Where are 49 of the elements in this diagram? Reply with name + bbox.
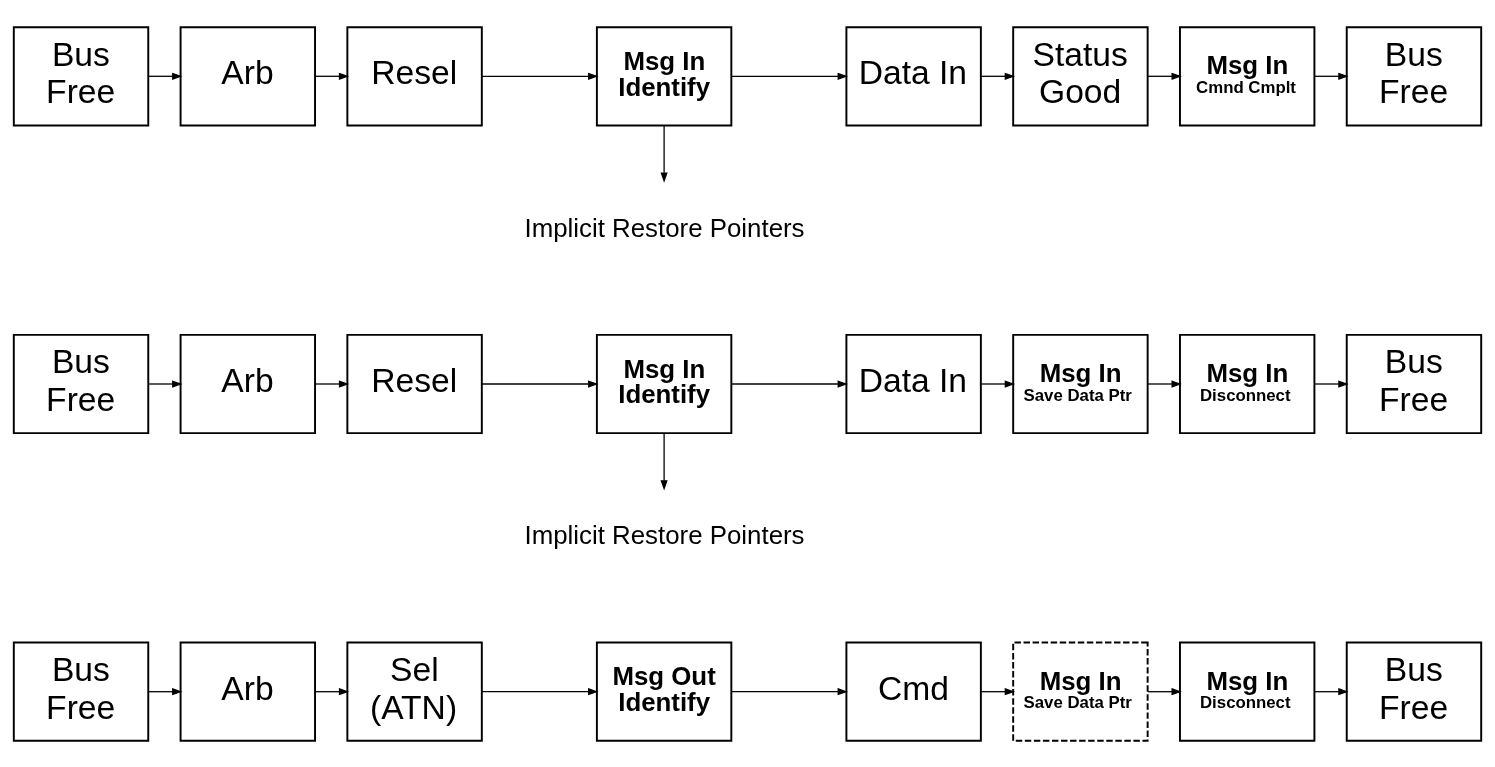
arrow	[314, 379, 350, 388]
arrow	[481, 687, 599, 695]
node-box: Data In	[845, 333, 982, 434]
node-box: Data In	[845, 25, 982, 126]
node-box: Bus Free	[1345, 333, 1483, 434]
node-box: Status Good	[1012, 25, 1149, 126]
node-box: Bus Free	[12, 641, 150, 742]
node-text: Implicit Restore Pointers	[524, 520, 805, 549]
node-box: Sel (ATN)	[346, 641, 483, 742]
arrow	[980, 379, 1016, 388]
node-box: Resel	[346, 25, 483, 126]
node-box: Msg In Disconnect	[1179, 641, 1316, 742]
node-box: Arb	[179, 25, 316, 126]
node-box: Msg In Disconnect	[1179, 333, 1316, 434]
node-box: Bus Free	[1345, 641, 1483, 742]
arrow	[148, 379, 183, 388]
arrow	[1314, 379, 1349, 388]
node-box: Bus Free	[12, 25, 150, 126]
arrow	[148, 687, 183, 695]
arrow	[314, 687, 350, 695]
node-box: Msg Out Identify	[595, 641, 733, 742]
arrow	[980, 72, 1016, 80]
node-box: Msg In Save Data Ptr	[1012, 333, 1149, 434]
arrow	[730, 72, 848, 80]
arrow	[1147, 72, 1182, 80]
arrow	[148, 72, 183, 80]
node-box: Bus Free	[12, 333, 150, 434]
arrow	[314, 72, 350, 80]
arrow	[1147, 687, 1182, 695]
node-box: Bus Free	[1345, 25, 1483, 126]
node-box: Arb	[179, 641, 316, 742]
arrow	[481, 72, 599, 80]
arrow	[730, 379, 848, 388]
arrow	[980, 687, 1016, 695]
node-box: Cmd	[845, 641, 982, 742]
arrow	[660, 432, 668, 491]
arrow	[1147, 379, 1182, 388]
arrow	[481, 379, 599, 388]
node-box: Msg In Cmnd Cmplt	[1179, 25, 1316, 126]
node-box: Msg In Identify	[595, 333, 733, 434]
arrow	[1314, 72, 1349, 80]
node-box: Msg In Identify	[595, 25, 733, 126]
node-box: Msg In Save Data Ptr	[1012, 641, 1149, 742]
arrow	[1314, 687, 1349, 695]
arrow	[660, 124, 668, 183]
node-box: Arb	[179, 333, 316, 434]
node-box: Resel	[346, 333, 483, 434]
arrow	[730, 687, 848, 695]
node-text: Implicit Restore Pointers	[524, 213, 805, 242]
